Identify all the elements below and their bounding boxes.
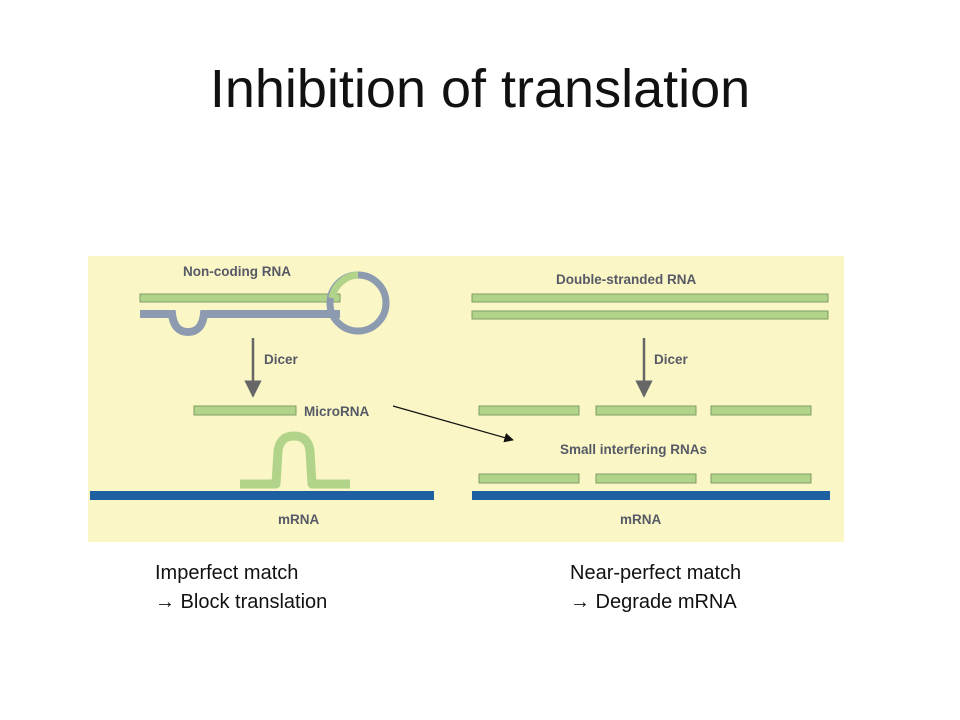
mrna-strand-right — [472, 491, 830, 500]
label-microrna: MicroRNA — [304, 404, 370, 419]
label-dicer-left: Dicer — [264, 352, 299, 367]
rnai-diagram: Non-coding RNA Dicer MicroRNA mRNA Doubl… — [90, 264, 830, 527]
hairpin-loop-green — [328, 271, 359, 299]
slide-title: Inhibition of translation — [209, 59, 751, 119]
caption-left-line2: → Block translation — [155, 591, 328, 613]
label-double-stranded-rna: Double-stranded RNA — [556, 272, 697, 287]
caption-left-line1: Imperfect match — [155, 562, 299, 584]
rnai-figure: Non-coding RNA Dicer MicroRNA mRNA Doubl… — [88, 256, 844, 542]
label-mrna-right: mRNA — [620, 512, 662, 527]
sirna-fragment — [478, 405, 580, 416]
sirna-bound — [478, 473, 580, 484]
label-small-interfering-rnas: Small interfering RNAs — [560, 442, 707, 457]
hairpin-bottom-strand — [140, 310, 340, 337]
caption-imperfect-match: Imperfect match → Block translation — [155, 559, 327, 617]
comparison-arrow — [392, 405, 514, 443]
microrna-bound-bulge — [240, 431, 350, 489]
caption-right-line1: Near-perfect match — [570, 562, 742, 584]
sirna-bound — [710, 473, 812, 484]
label-dicer-right: Dicer — [654, 352, 689, 367]
caption-near-perfect-match: Near-perfect match → Degrade mRNA — [570, 559, 741, 617]
dsrna-strand-top — [471, 293, 829, 303]
label-mrna-left: mRNA — [278, 512, 320, 527]
caption-right-line2: → Degrade mRNA — [570, 591, 737, 613]
label-non-coding-rna: Non-coding RNA — [183, 264, 291, 279]
dsrna-strand-bottom — [471, 310, 829, 320]
mrna-strand-left — [90, 491, 434, 500]
sirna-fragment — [710, 405, 812, 416]
microrna-strand — [193, 405, 297, 416]
sirna-bound — [595, 473, 697, 484]
sirna-fragment — [595, 405, 697, 416]
hairpin-top-strand — [139, 293, 341, 303]
